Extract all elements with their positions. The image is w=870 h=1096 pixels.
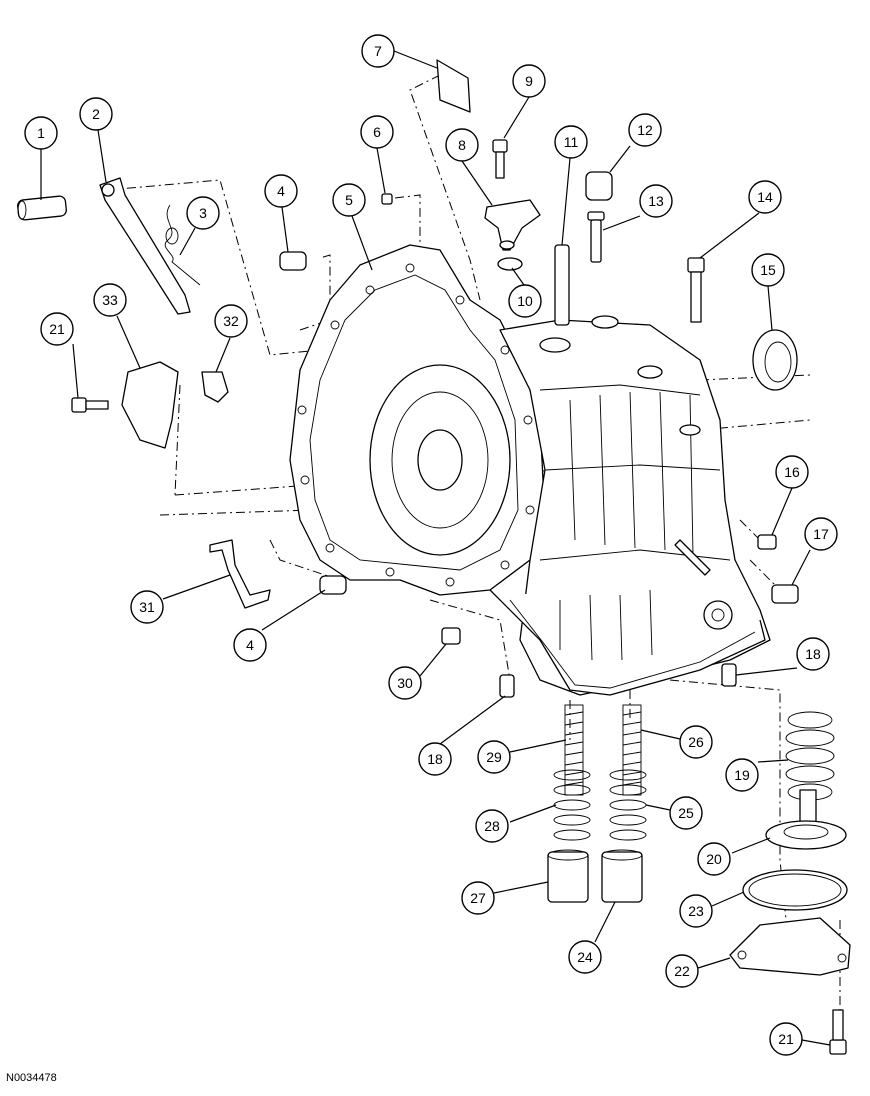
callouts: 1 2 3 4 5 6 7 8 9 10 11 12 13 14 15 16 1… bbox=[24, 34, 838, 1056]
callout-label: 13 bbox=[648, 193, 664, 209]
loose-parts bbox=[17, 59, 851, 1055]
callout-8: 8 bbox=[445, 128, 479, 162]
callout-label: 19 bbox=[734, 767, 750, 783]
callout-17: 17 bbox=[804, 517, 838, 551]
callout-6: 6 bbox=[360, 115, 394, 149]
callout-label: 4 bbox=[277, 183, 285, 199]
callout-32: 32 bbox=[214, 304, 248, 338]
callout-label: 17 bbox=[813, 526, 829, 542]
callout-7: 7 bbox=[361, 34, 395, 68]
callout-12: 12 bbox=[628, 113, 662, 147]
callout-label: 7 bbox=[374, 43, 382, 59]
callout-label: 23 bbox=[688, 903, 704, 919]
callout-13: 13 bbox=[639, 184, 673, 218]
callout-9: 9 bbox=[512, 64, 546, 98]
callout-label: 15 bbox=[760, 262, 776, 278]
callout-label: 18 bbox=[427, 751, 443, 767]
callout-label: 3 bbox=[199, 205, 207, 221]
callout-label: 29 bbox=[486, 749, 502, 765]
callout-26: 26 bbox=[679, 725, 713, 759]
callout-label: 33 bbox=[102, 292, 118, 308]
callout-24: 24 bbox=[568, 940, 602, 974]
callout-label: 14 bbox=[757, 189, 773, 205]
callout-31: 31 bbox=[130, 590, 164, 624]
callout-label: 27 bbox=[470, 890, 486, 906]
leader-lines bbox=[40, 50, 831, 1046]
callout-3: 3 bbox=[186, 196, 220, 230]
callout-label: 10 bbox=[517, 293, 533, 309]
callout-28: 28 bbox=[475, 809, 509, 843]
callout-18-right: 18 bbox=[796, 637, 830, 671]
callout-4-lower: 4 bbox=[233, 628, 267, 662]
callout-label: 11 bbox=[564, 134, 579, 150]
callout-label: 20 bbox=[706, 851, 722, 867]
callout-27: 27 bbox=[461, 881, 495, 915]
callout-label: 32 bbox=[223, 313, 239, 329]
callout-label: 21 bbox=[49, 321, 65, 337]
callout-label: 30 bbox=[397, 675, 413, 691]
callout-1: 1 bbox=[24, 116, 58, 150]
callout-label: 12 bbox=[637, 122, 653, 138]
callout-23: 23 bbox=[679, 894, 713, 928]
callout-label: 26 bbox=[688, 734, 704, 750]
callout-label: 21 bbox=[778, 1031, 794, 1047]
callout-label: 18 bbox=[805, 646, 821, 662]
callout-20: 20 bbox=[697, 842, 731, 876]
callout-label: 4 bbox=[246, 637, 254, 653]
callout-label: 22 bbox=[674, 963, 690, 979]
callout-21-bottom: 21 bbox=[769, 1022, 803, 1056]
callout-label: 6 bbox=[373, 124, 381, 140]
callout-label: 8 bbox=[458, 137, 466, 153]
callout-label: 9 bbox=[525, 73, 533, 89]
callout-19: 19 bbox=[725, 758, 759, 792]
callout-label: 28 bbox=[484, 818, 500, 834]
callout-25: 25 bbox=[669, 796, 703, 830]
callout-2: 2 bbox=[79, 97, 113, 131]
transmission-case bbox=[289, 244, 771, 696]
callout-10: 10 bbox=[508, 284, 542, 318]
callout-label: 25 bbox=[678, 805, 694, 821]
callout-18-left: 18 bbox=[418, 742, 452, 776]
callout-label: 31 bbox=[139, 599, 155, 615]
callout-15: 15 bbox=[751, 253, 785, 287]
callout-5: 5 bbox=[332, 183, 366, 217]
callout-label: 1 bbox=[37, 125, 45, 141]
callout-label: 5 bbox=[345, 192, 353, 208]
callout-label: 2 bbox=[92, 106, 100, 122]
callout-14: 14 bbox=[748, 180, 782, 214]
callout-16: 16 bbox=[775, 455, 809, 489]
callout-29: 29 bbox=[477, 740, 511, 774]
callout-label: 24 bbox=[577, 949, 593, 965]
callout-30: 30 bbox=[388, 666, 422, 700]
callout-4: 4 bbox=[264, 174, 298, 208]
callout-11: 11 bbox=[554, 125, 588, 159]
callout-22: 22 bbox=[665, 954, 699, 988]
callout-label: 16 bbox=[784, 464, 800, 480]
figure-id: N0034478 bbox=[6, 1072, 57, 1084]
callout-21-left: 21 bbox=[40, 312, 74, 346]
callout-33: 33 bbox=[93, 283, 127, 317]
